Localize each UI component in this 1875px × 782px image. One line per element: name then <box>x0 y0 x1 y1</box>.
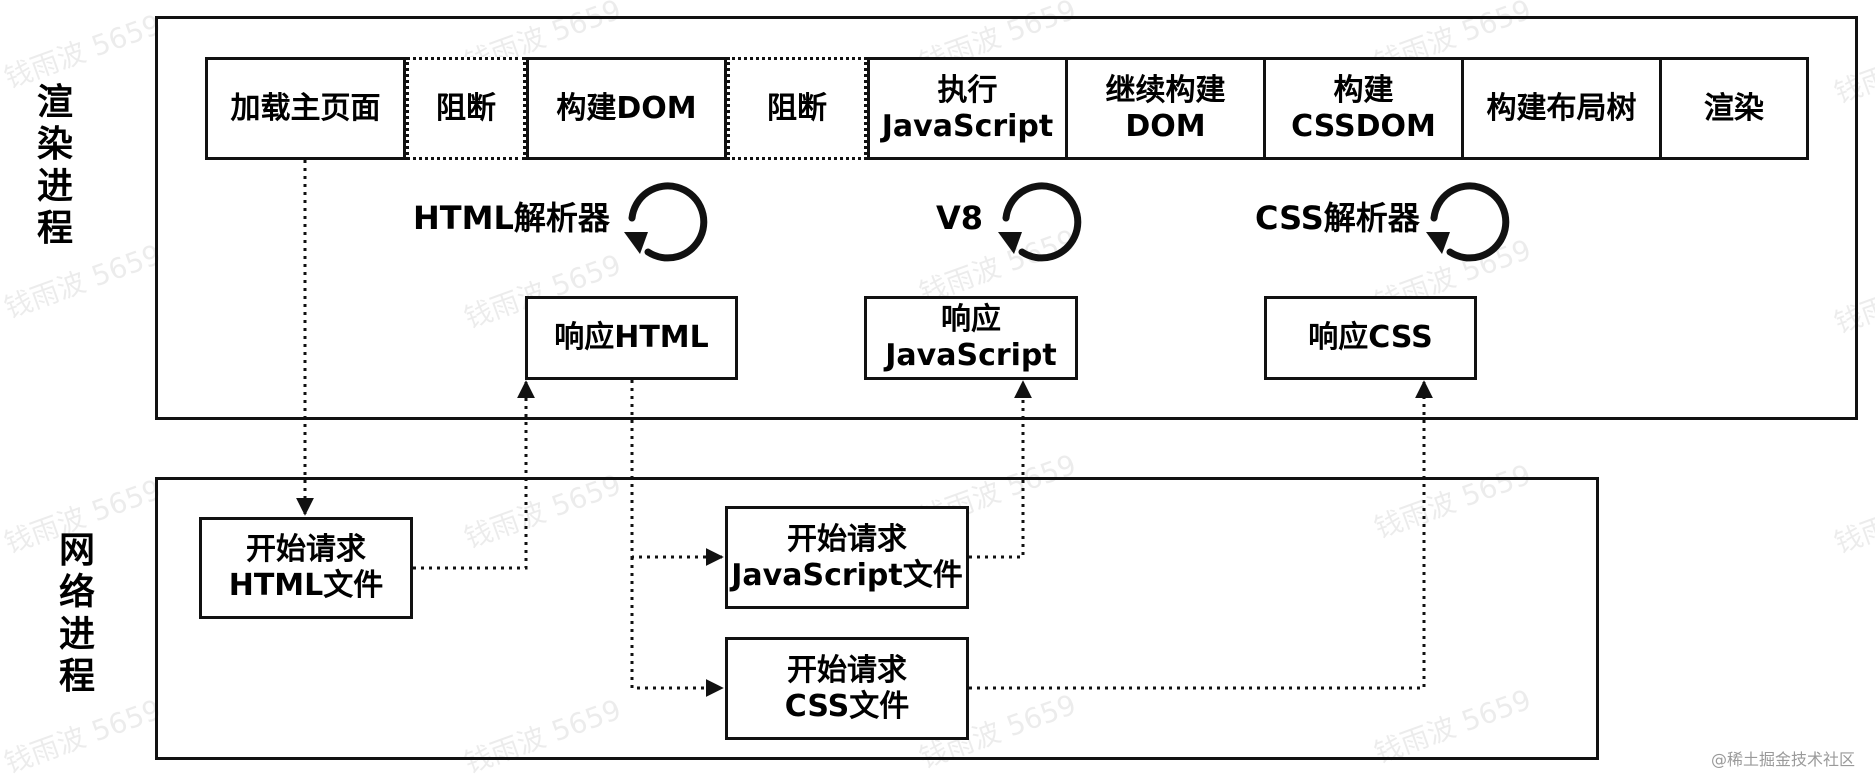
render-process-label: 渲 染 进 程 <box>36 82 73 249</box>
arrow-request-js-to-response-js <box>969 380 1032 559</box>
response-javascript-box: 响应 JavaScript <box>864 296 1078 380</box>
arrow-request-html-to-response-html <box>413 380 535 570</box>
stage-build-dom: 构建DOM <box>526 57 727 160</box>
stage-continue-build-dom: 继续构建 DOM <box>1065 57 1266 160</box>
stage-execute-javascript: 执行 JavaScript <box>867 57 1068 160</box>
arrow-request-css-to-response-css <box>969 380 1433 690</box>
network-process-frame <box>155 477 1599 760</box>
html-parser-cycle-icon <box>628 182 708 262</box>
v8-cycle-icon <box>1002 182 1082 262</box>
stage-load-main-page: 加载主页面 <box>205 57 406 160</box>
request-javascript-file-box: 开始请求 JavaScript文件 <box>725 506 969 609</box>
network-process-label: 网 络 进 程 <box>58 530 95 697</box>
stage-block-1: 阻断 <box>406 57 526 160</box>
stage-render: 渲染 <box>1659 57 1809 160</box>
css-parser-label: CSS解析器 <box>1255 199 1420 237</box>
credit-text: @稀土掘金技术社区 <box>1710 750 1855 769</box>
render-process-frame <box>155 16 1858 420</box>
stage-build-layout-tree: 构建布局树 <box>1461 57 1662 160</box>
css-parser-cycle-icon <box>1430 182 1510 262</box>
v8-engine-label: V8 <box>936 199 984 237</box>
request-css-file-box: 开始请求 CSS文件 <box>725 637 969 740</box>
request-html-file-box: 开始请求 HTML文件 <box>199 517 413 619</box>
stage-build-cssdom: 构建 CSSDOM <box>1263 57 1464 160</box>
arrow-response-html-to-request-css <box>630 557 724 697</box>
response-html-box: 响应HTML <box>525 296 738 380</box>
arrow-response-html-to-request-js <box>630 380 724 566</box>
stage-block-2: 阻断 <box>727 57 867 160</box>
response-css-box: 响应CSS <box>1264 296 1477 380</box>
html-parser-label: HTML解析器 <box>413 199 610 237</box>
